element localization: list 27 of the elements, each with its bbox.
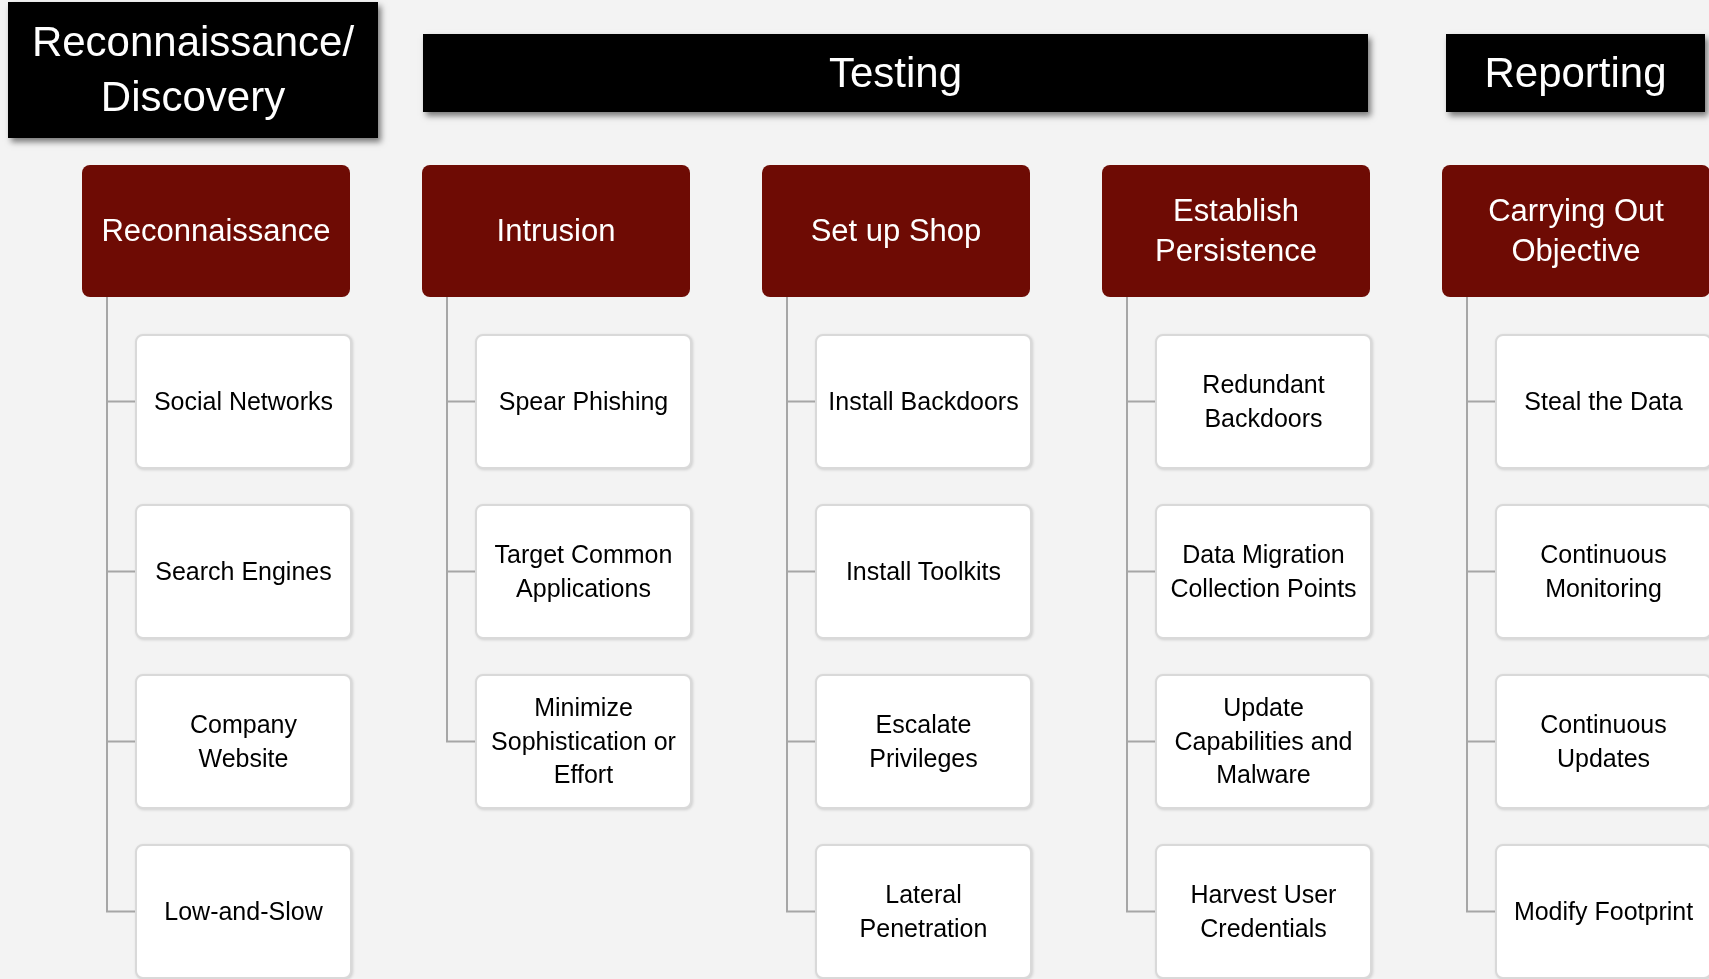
step-box: Minimize Sophistication or Effort [475,674,692,809]
step-box: Target Common Applications [475,504,692,639]
step-box: Social Networks [135,334,352,469]
step-box: Continuous Updates [1495,674,1709,809]
step-box: Data Migration Collection Points [1155,504,1372,639]
step-box: Lateral Penetration [815,844,1032,979]
step-box: Low-and-Slow [135,844,352,979]
stage-box: Establish Persistence [1102,165,1370,297]
phase-header: Testing [423,34,1368,112]
step-box: Company Website [135,674,352,809]
step-box: Install Backdoors [815,334,1032,469]
phase-header: Reconnaissance/ Discovery [8,2,378,138]
step-box: Continuous Monitoring [1495,504,1709,639]
stage-box: Carrying Out Objective [1442,165,1709,297]
step-box: Escalate Privileges [815,674,1032,809]
phase-header: Reporting [1446,34,1705,112]
step-box: Update Capabilities and Malware [1155,674,1372,809]
step-box: Harvest User Credentials [1155,844,1372,979]
step-box: Redundant Backdoors [1155,334,1372,469]
step-box: Steal the Data [1495,334,1709,469]
stage-box: Set up Shop [762,165,1030,297]
step-box: Modify Footprint [1495,844,1709,979]
stage-box: Reconnaissance [82,165,350,297]
step-box: Search Engines [135,504,352,639]
step-box: Install Toolkits [815,504,1032,639]
stage-box: Intrusion [422,165,690,297]
step-box: Spear Phishing [475,334,692,469]
